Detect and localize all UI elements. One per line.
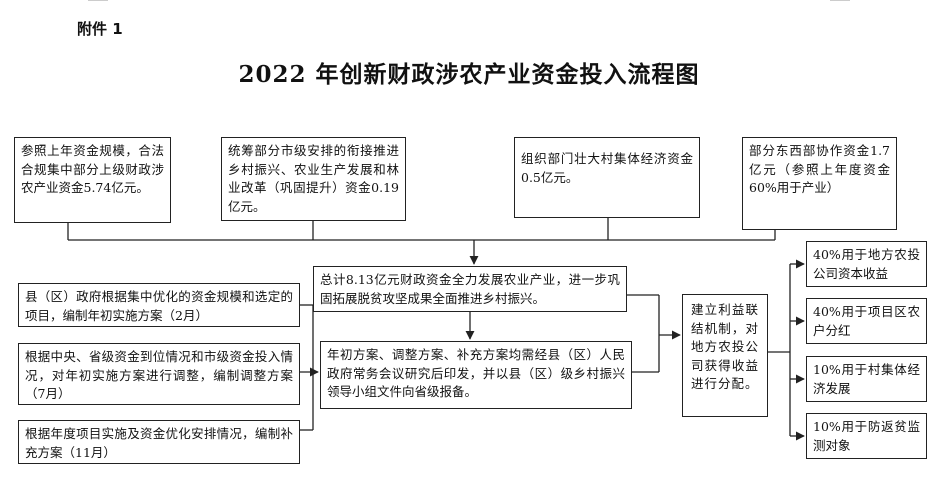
attachment-label: 附件 1	[77, 20, 123, 38]
distribution-box-poverty-monitoring: 10%用于防返贫监测对象	[806, 413, 927, 459]
mechanism-box: 建立利益联结机制，对地方农投公司获得收益进行分配。	[682, 294, 768, 417]
plan-box-supplement: 根据年度项目实施及资金优化安排情况，编制补充方案（11月）	[18, 420, 300, 464]
top-rule-right	[830, 0, 850, 1]
source-box-city-funds: 统筹部分市级安排的衔接推进乡村振兴、农业生产发展和林业改革（巩固提升）资金0.1…	[221, 137, 406, 221]
plan-box-adjustment: 根据中央、省级资金到位情况和市级资金投入情况，对年初实施方案进行调整，编制调整方…	[18, 343, 300, 405]
top-rule-left	[88, 0, 108, 1]
source-box-upper-funds: 参照上年资金规模，合法合规集中部分上级财政涉农产业资金5.74亿元。	[14, 137, 171, 223]
page-title: 2022 年创新财政涉农产业资金投入流程图	[238, 61, 700, 88]
summary-box: 总计8.13亿元财政资金全力发展农业产业，进一步巩固拓展脱贫攻坚成果全面推进乡村…	[313, 266, 627, 312]
distribution-box-village-collective: 10%用于村集体经济发展	[806, 356, 927, 402]
distribution-box-farmer-dividend: 40%用于项目区农户分红	[806, 298, 927, 344]
approval-box: 年初方案、调整方案、补充方案均需经县（区）人民政府常务会议研究后印发，并以县（区…	[320, 341, 632, 409]
distribution-box-investment-company: 40%用于地方农投公司资本收益	[806, 241, 927, 287]
plan-box-initial: 县（区）政府根据集中优化的资金规模和选定的项目，编制年初实施方案（2月）	[18, 283, 300, 327]
source-box-east-west-coop: 部分东西部协作资金1.7亿元（参照上年度资金60%用于产业）	[742, 137, 897, 230]
source-box-collective-economy: 组织部门壮大村集体经济资金0.5亿元。	[514, 137, 700, 218]
